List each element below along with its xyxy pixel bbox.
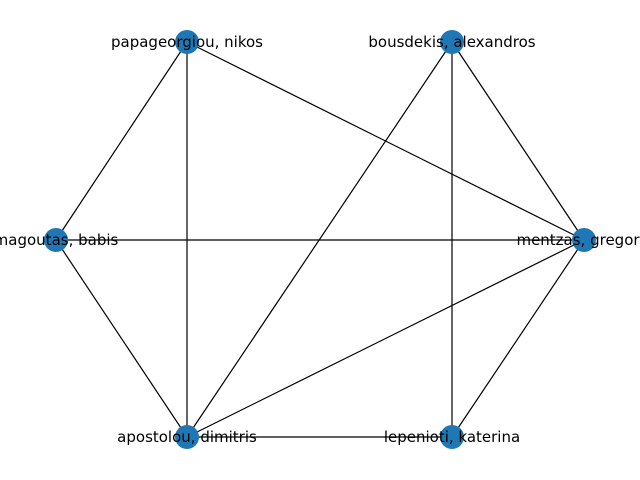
node-label-mentzas: mentzas, gregoris — [516, 231, 640, 249]
node-apostolou — [175, 425, 199, 449]
node-magoutas — [44, 228, 68, 252]
node-label-lepenioti: lepenioti, katerina — [384, 428, 520, 446]
node-papageorgiou — [175, 30, 199, 54]
node-bousdekis — [440, 30, 464, 54]
node-layer — [44, 30, 596, 449]
node-label-magoutas: magoutas, babis — [0, 231, 119, 249]
edge-magoutas-apostolou — [55, 239, 188, 438]
edge-mentzas-apostolou — [186, 239, 585, 438]
node-label-apostolou: apostolou, dimitris — [117, 428, 257, 446]
node-label-papageorgiou: papageorgiou, nikos — [111, 33, 263, 51]
edge-mentzas-lepenioti — [451, 239, 585, 438]
node-label-bousdekis: bousdekis, alexandros — [368, 33, 535, 51]
edge-bousdekis-mentzas — [451, 41, 585, 241]
label-layer: papageorgiou, nikos bousdekis, alexandros… — [0, 33, 640, 446]
node-mentzas — [572, 228, 596, 252]
node-lepenioti — [440, 425, 464, 449]
edge-layer — [55, 41, 585, 438]
edge-papageorgiou-magoutas — [55, 41, 188, 241]
